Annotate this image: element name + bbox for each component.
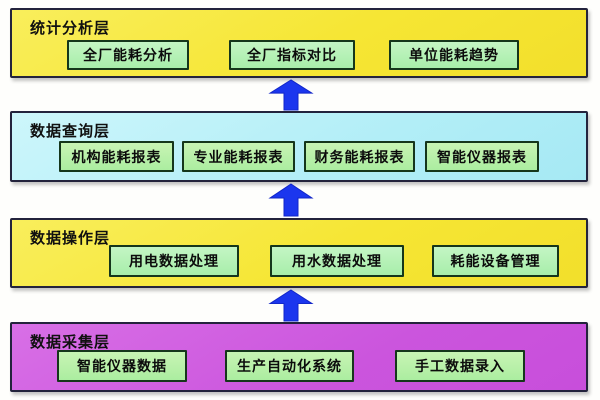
node-smart-meter-report: 智能仪器报表: [425, 141, 539, 172]
node-org-energy-report: 机构能耗报表: [59, 141, 174, 172]
layer-title-data-query: 数据查询层: [30, 122, 111, 140]
layer-statistics-analysis: 统计分析层 全厂能耗分析 全厂指标对比 单位能耗趋势: [10, 8, 588, 78]
layer-title-data-collection: 数据采集层: [30, 333, 111, 351]
node-plant-energy-analysis: 全厂能耗分析: [67, 40, 189, 70]
node-water-data-processing: 用水数据处理: [270, 245, 404, 277]
up-arrow-icon: [268, 289, 314, 322]
node-unit-energy-trend: 单位能耗趋势: [389, 40, 519, 70]
layer-title-statistics-analysis: 统计分析层: [30, 19, 111, 37]
node-electricity-data-processing: 用电数据处理: [109, 245, 239, 277]
layer-title-data-operation: 数据操作层: [30, 229, 111, 247]
node-specialty-energy-report: 专业能耗报表: [182, 141, 295, 172]
up-arrow-icon: [268, 183, 314, 217]
node-energy-device-management: 耗能设备管理: [432, 245, 559, 277]
up-arrow-icon: [268, 79, 314, 111]
layer-data-operation: 数据操作层 用电数据处理 用水数据处理 耗能设备管理: [10, 218, 588, 288]
node-finance-energy-report: 财务能耗报表: [304, 141, 415, 172]
layer-data-collection: 数据采集层 智能仪器数据 生产自动化系统 手工数据录入: [10, 322, 588, 392]
node-manual-data-entry: 手工数据录入: [395, 350, 525, 382]
node-smart-meter-data: 智能仪器数据: [57, 350, 187, 382]
layer-data-query: 数据查询层 机构能耗报表 专业能耗报表 财务能耗报表 智能仪器报表: [10, 111, 588, 182]
node-production-automation-system: 生产自动化系统: [225, 350, 354, 382]
node-plant-indicator-compare: 全厂指标对比: [229, 40, 355, 70]
